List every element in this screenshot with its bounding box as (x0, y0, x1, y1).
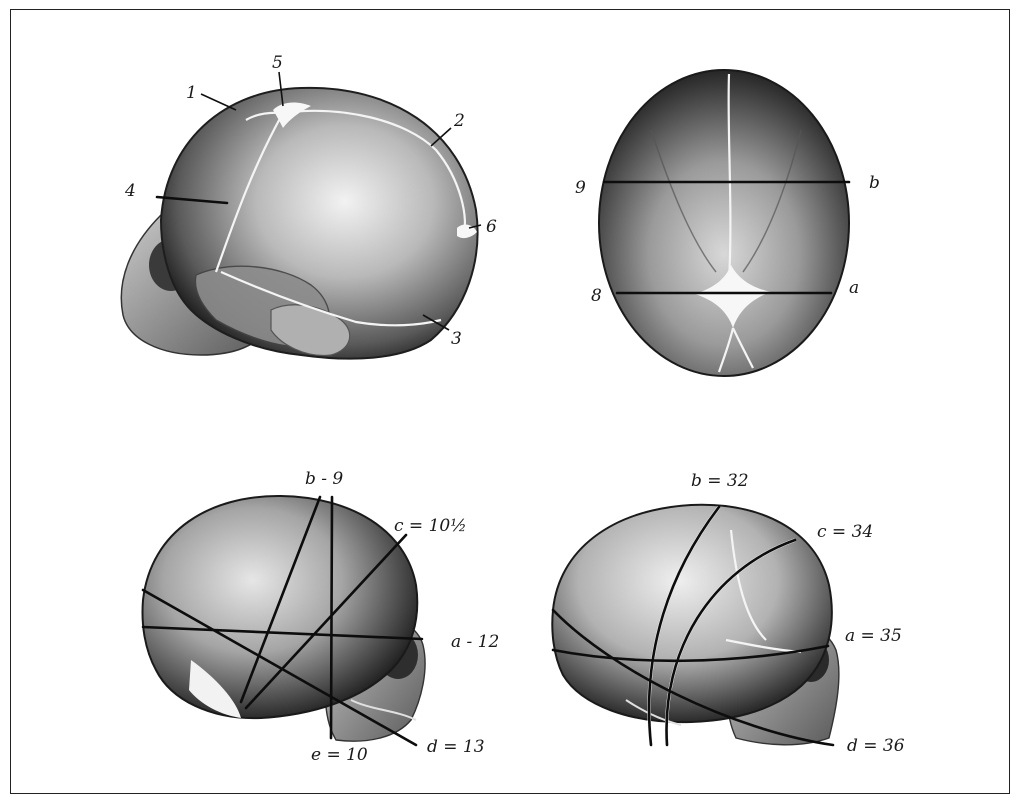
label-e-10: e = 10 (311, 745, 368, 765)
label-2: 2 (453, 111, 465, 131)
label-4: 4 (124, 181, 136, 201)
anatomy-plate: 1 5 2 4 6 3 9 b 8 a (10, 9, 1010, 794)
label-6: 6 (486, 217, 497, 237)
label-c-10-5: c = 10½ (394, 516, 467, 536)
label-b-32: b = 32 (691, 471, 749, 491)
label-a-35: a = 35 (845, 626, 902, 646)
skull-diagrams: 1 5 2 4 6 3 9 b 8 a (11, 10, 1009, 793)
label-9: 9 (575, 178, 586, 198)
label-1: 1 (186, 83, 197, 103)
label-a-12: a - 12 (451, 632, 499, 652)
label-3: 3 (451, 329, 462, 349)
skull-top-view: 9 b 8 a (575, 70, 880, 376)
skull-circumferences-view: b = 32 c = 34 a = 35 d = 36 (552, 471, 904, 756)
label-5: 5 (272, 53, 283, 73)
skull-side-view: 1 5 2 4 6 3 (121, 53, 497, 359)
label-d-13: d = 13 (427, 737, 485, 757)
label-8: 8 (591, 286, 602, 306)
label-b-9: b - 9 (305, 469, 343, 489)
label-a-top: a (849, 278, 859, 298)
label-c-34: c = 34 (817, 522, 873, 542)
cranium-right (552, 505, 832, 722)
label-d-36: d = 36 (847, 736, 905, 756)
label-b-top: b (869, 173, 880, 193)
skull-diameters-view: b - 9 c = 10½ a - 12 d = 13 e = 10 (143, 469, 500, 765)
cranium-top (599, 70, 849, 376)
